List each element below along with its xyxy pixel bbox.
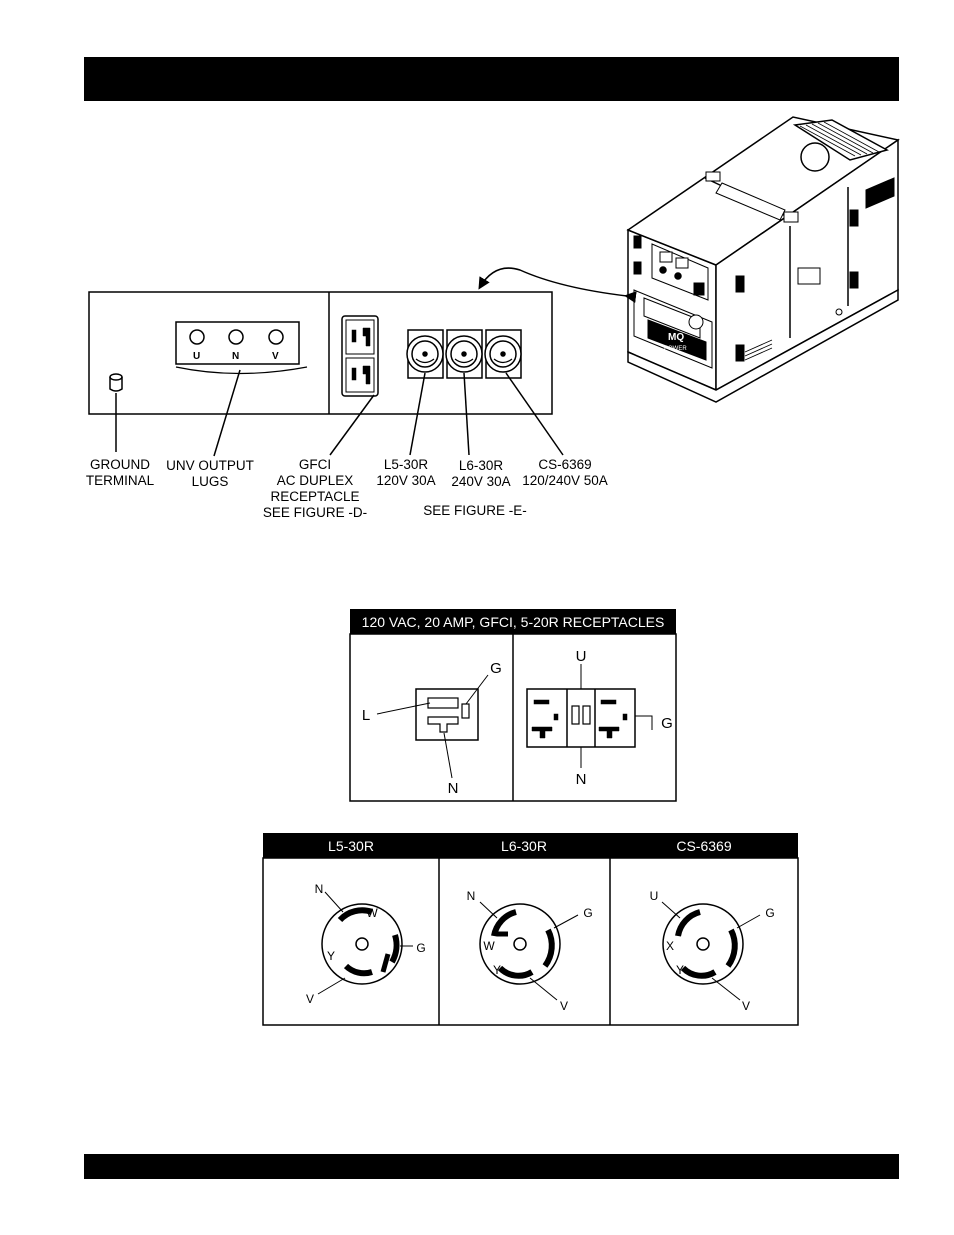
gfci-label-1: GFCI <box>299 457 331 472</box>
l5-30r-receptacle <box>407 330 443 378</box>
l5-30r-label-1: L5-30R <box>384 457 429 472</box>
fig-e-title-cs-6369: CS-6369 <box>676 838 731 854</box>
fig-d-pin-n-right: N <box>576 771 587 788</box>
cs-6369-face <box>662 902 760 1000</box>
unv-output-label-2: LUGS <box>192 474 229 489</box>
see-figure-e-label: SEE FIGURE -E- <box>423 503 527 518</box>
fig-d-pin-l: L <box>362 707 370 724</box>
l6-30r-face <box>480 902 578 1000</box>
generator-logo-text: MQ <box>668 332 684 343</box>
cs-pin-g: G <box>765 906 774 920</box>
lug-label-n: N <box>232 351 239 362</box>
l5-pin-g: G <box>416 941 425 955</box>
cs-6369-label-2: 120/240V 50A <box>522 473 608 488</box>
lug-label-u: U <box>193 351 200 362</box>
generator-illustration: MQ POWER <box>628 117 898 402</box>
l6-pin-w: W <box>483 939 495 953</box>
ground-terminal-label-1: GROUND <box>90 457 150 472</box>
gfci-label-3: RECEPTACLE <box>270 489 359 504</box>
figure-d-header: 120 VAC, 20 AMP, GFCI, 5-20R RECEPTACLES <box>362 614 665 630</box>
l5-pin-w: W <box>366 906 378 920</box>
l5-pin-y: Y <box>327 949 335 963</box>
l5-30r-label-2: 120V 30A <box>376 473 435 488</box>
l6-30r-receptacle <box>446 330 482 378</box>
l5-pin-n: N <box>315 882 324 896</box>
gfci-label-2: AC DUPLEX <box>277 473 354 488</box>
output-panel-diagram <box>89 292 563 456</box>
l5-pin-v: V <box>306 992 314 1006</box>
cs-pin-y: Y <box>676 963 684 977</box>
cs-pin-x: X <box>666 939 674 953</box>
cs-pin-v: V <box>742 999 750 1013</box>
gfci-duplex-receptacle <box>342 316 378 396</box>
l6-30r-label-1: L6-30R <box>459 458 504 473</box>
unv-output-label-1: UNV OUTPUT <box>166 458 254 473</box>
l6-pin-y: Y <box>493 963 501 977</box>
cs-6369-receptacle <box>485 330 521 378</box>
figure-e: L5-30R L6-30R CS-6369 <box>263 833 798 1025</box>
l6-30r-label-2: 240V 30A <box>451 474 510 489</box>
fig-d-pin-g-left: G <box>490 660 502 677</box>
fig-e-title-l6-30r: L6-30R <box>501 838 547 854</box>
l6-pin-v: V <box>560 999 568 1013</box>
figure-d: 120 VAC, 20 AMP, GFCI, 5-20R RECEPTACLES <box>350 609 676 801</box>
fig-e-title-l5-30r: L5-30R <box>328 838 374 854</box>
panel-callouts: GROUND TERMINAL UNV OUTPUT LUGS GFCI AC … <box>86 457 608 520</box>
lug-label-v: V <box>272 351 279 362</box>
fig-d-pin-n-left: N <box>448 780 459 797</box>
gfci-label-4: SEE FIGURE -D- <box>263 505 367 520</box>
cs-pin-u: U <box>650 889 659 903</box>
ground-terminal-label-2: TERMINAL <box>86 473 155 488</box>
cs-6369-label-1: CS-6369 <box>538 457 591 472</box>
generator-logo-subtext: POWER <box>664 346 687 352</box>
fig-d-pin-u: U <box>576 648 587 665</box>
fig-d-pin-g-right: G <box>661 715 673 732</box>
l6-pin-n: N <box>467 889 476 903</box>
l6-pin-g: G <box>583 906 592 920</box>
